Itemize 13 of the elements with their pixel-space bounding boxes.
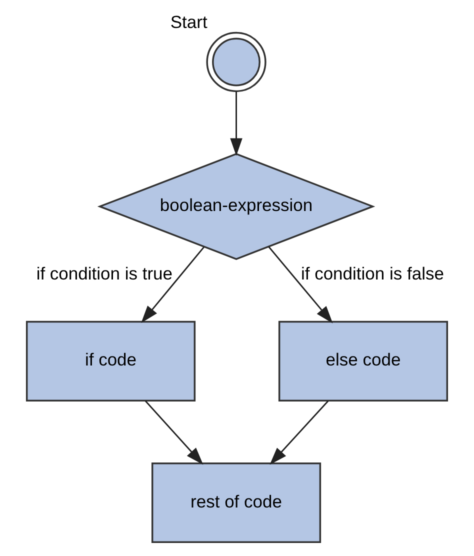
- node-box: if code: [26, 320, 196, 402]
- edge-label: if condition is false: [300, 263, 444, 284]
- arrow: [141, 246, 204, 323]
- node-box: else code: [278, 320, 448, 402]
- arrow: [144, 400, 204, 465]
- node-diamond: boolean-expression: [97, 153, 376, 260]
- edge-label: if condition is true: [36, 263, 173, 284]
- node-label: Start: [170, 12, 208, 32]
- arrow: [230, 91, 242, 156]
- arrow: [268, 246, 333, 324]
- arrow: [270, 400, 329, 465]
- node-circle: [206, 32, 266, 92]
- node-box: rest of code: [151, 462, 322, 544]
